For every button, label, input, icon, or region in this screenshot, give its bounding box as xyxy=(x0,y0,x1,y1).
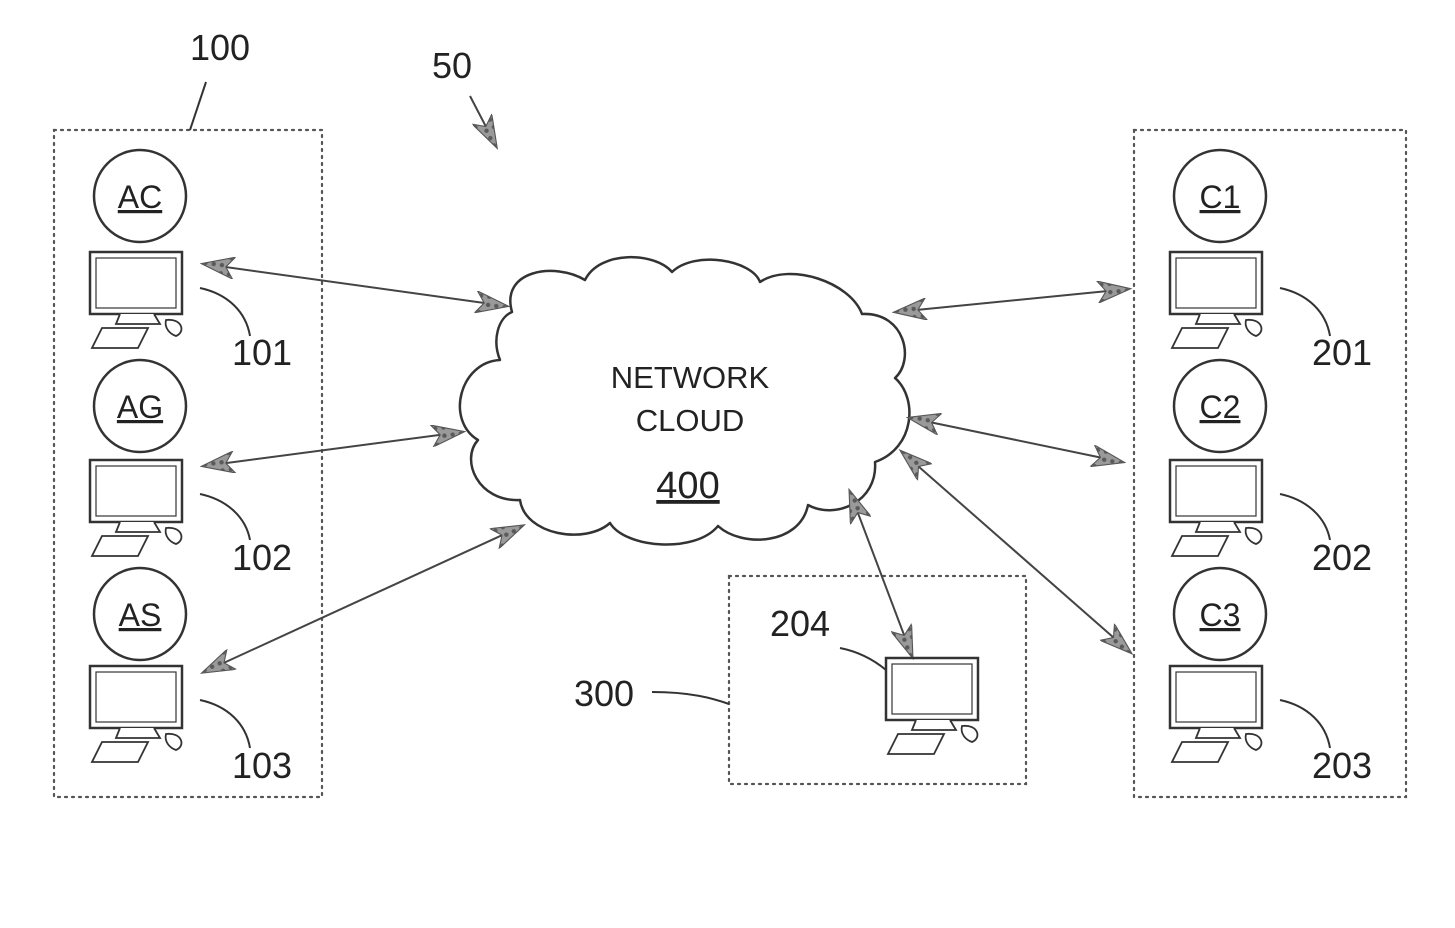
admin-group-ref: 100 xyxy=(190,27,250,68)
terminal-c1: C1 201 xyxy=(1170,150,1372,373)
ref-label-ac: 101 xyxy=(232,332,292,373)
monitor-screen xyxy=(96,258,176,308)
mouse-icon xyxy=(1246,528,1262,544)
connection-204 xyxy=(850,492,912,656)
role-label-c2: C2 xyxy=(1200,389,1241,425)
terminal-as: AS 103 xyxy=(90,568,292,786)
ref-leader-as xyxy=(200,700,250,748)
cloud-label-line1: NETWORK xyxy=(611,360,770,395)
monitor-stand xyxy=(912,720,956,730)
mouse-icon xyxy=(166,528,182,544)
monitor-stand xyxy=(116,728,160,738)
ref-label-c3: 203 xyxy=(1312,745,1372,786)
terminal-c2: C2 202 xyxy=(1170,360,1372,578)
keyboard-icon xyxy=(1172,536,1228,556)
cloud-label-line2: CLOUD xyxy=(636,403,745,438)
mouse-icon xyxy=(1246,320,1262,336)
monitor-screen xyxy=(96,466,176,516)
keyboard-icon xyxy=(92,328,148,348)
monitor-screen xyxy=(892,664,972,714)
connection-102 xyxy=(204,432,462,466)
mouse-icon xyxy=(166,734,182,750)
role-label-c3: C3 xyxy=(1200,597,1241,633)
monitor-screen xyxy=(1176,672,1256,722)
keyboard-icon xyxy=(1172,742,1228,762)
monitor-stand xyxy=(1196,522,1240,532)
terminal-ac: AC 101 xyxy=(90,150,292,373)
monitor-screen xyxy=(1176,466,1256,516)
terminal-c3: C3 203 xyxy=(1170,568,1372,786)
cloud-ref: 400 xyxy=(656,465,719,507)
mouse-icon xyxy=(962,726,978,742)
terminal-ag: AG 102 xyxy=(90,360,292,578)
connection-203 xyxy=(902,452,1130,652)
admin-group-boundary xyxy=(54,130,322,797)
ref-label-c1: 201 xyxy=(1312,332,1372,373)
connection-101 xyxy=(204,264,506,306)
role-label-ac: AC xyxy=(118,179,162,215)
mouse-icon xyxy=(166,320,182,336)
connection-201 xyxy=(896,289,1128,312)
client-group xyxy=(1134,130,1406,797)
role-label-c1: C1 xyxy=(1200,179,1241,215)
ref-leader-ac xyxy=(200,288,250,336)
monitor-stand xyxy=(1196,314,1240,324)
keyboard-icon xyxy=(1172,328,1228,348)
client-group-boundary xyxy=(1134,130,1406,797)
admin-group-leader xyxy=(190,82,206,130)
ref-leader-c2 xyxy=(1280,494,1330,540)
terminal-remote_terminal: 204 xyxy=(770,603,978,754)
keyboard-icon xyxy=(92,536,148,556)
keyboard-icon xyxy=(888,734,944,754)
keyboard-icon xyxy=(92,742,148,762)
monitor-stand xyxy=(116,522,160,532)
ref-leader-remote_terminal xyxy=(840,648,886,670)
ref-leader-c1 xyxy=(1280,288,1330,336)
ref-label-c2: 202 xyxy=(1312,537,1372,578)
network-cloud: NETWORK CLOUD 400 xyxy=(460,257,910,544)
monitor-stand xyxy=(1196,728,1240,738)
role-label-as: AS xyxy=(119,597,162,633)
role-label-ag: AG xyxy=(117,389,163,425)
connection-202 xyxy=(910,418,1122,462)
figure-number: 50 xyxy=(432,45,472,86)
ref-label-as: 103 xyxy=(232,745,292,786)
remote-group-ref: 300 xyxy=(574,673,634,714)
ref-label-remote_terminal: 204 xyxy=(770,603,830,644)
mouse-icon xyxy=(1246,734,1262,750)
ref-label-ag: 102 xyxy=(232,537,292,578)
monitor-screen xyxy=(96,672,176,722)
figure-pointer xyxy=(470,96,496,146)
remote-group-leader xyxy=(652,692,729,704)
ref-leader-ag xyxy=(200,494,250,540)
ref-leader-c3 xyxy=(1280,700,1330,748)
monitor-screen xyxy=(1176,258,1256,308)
monitor-stand xyxy=(116,314,160,324)
